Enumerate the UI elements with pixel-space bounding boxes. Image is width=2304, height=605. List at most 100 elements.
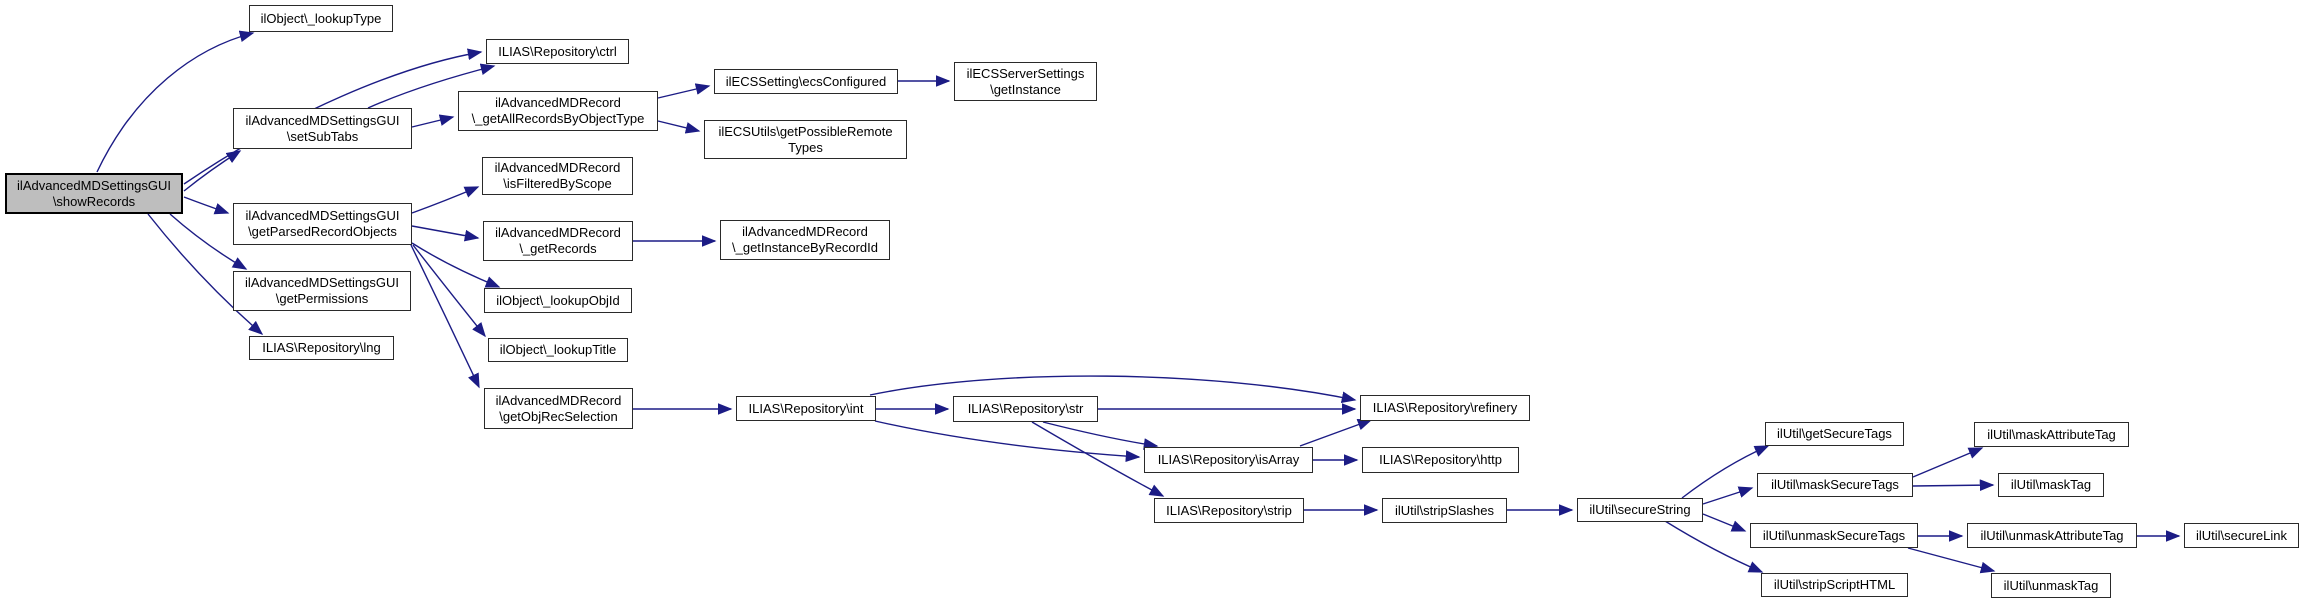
edge-showRecords-getParsedRecordObjects <box>183 196 230 215</box>
node-label-line: \getInstance <box>990 81 1061 97</box>
edge-group <box>96 30 2181 574</box>
graph-node-setSubTabs[interactable]: ilAdvancedMDSettingsGUI\setSubTabs <box>233 108 412 149</box>
graph-node-stripSlashes[interactable]: ilUtil\stripSlashes <box>1382 498 1507 523</box>
node-label-line: \isFilteredByScope <box>503 176 612 191</box>
graph-node-str[interactable]: ILIAS\Repository\str <box>953 396 1098 422</box>
node-label-line: ilUtil\getSecureTags <box>1777 426 1892 441</box>
graph-node-getSecureTags[interactable]: ilUtil\getSecureTags <box>1765 422 1904 446</box>
graph-node-unmaskSecureTags[interactable]: ilUtil\unmaskSecureTags <box>1750 523 1918 548</box>
node-label-line: \getObjRecSelection <box>499 408 618 424</box>
node-label-line: \_getRecords <box>519 241 597 256</box>
node-label-line: ilAdvancedMDRecord <box>495 95 621 110</box>
edge-getParsedRecordObjects-lookupObjId <box>411 242 501 288</box>
graph-node-getAllRecordsByObjectType[interactable]: ilAdvancedMDRecord\_getAllRecordsByObjec… <box>458 91 658 131</box>
node-label-line: ilECSSetting\ecsConfigured <box>725 73 887 89</box>
node-label-line: ilUtil\stripScriptHTML <box>1773 577 1896 592</box>
edge-str-isArray <box>1042 421 1159 450</box>
node-label-line: \getPermissions <box>275 291 369 306</box>
graph-node-isFilteredByScope[interactable]: ilAdvancedMDRecord\isFilteredByScope <box>482 157 633 195</box>
node-label-line: ilAdvancedMDSettingsGUI <box>245 112 400 128</box>
node-label-line: ilUtil\unmaskAttributeTag <box>1980 527 2124 543</box>
node-label-line: ilAdvancedMDRecord <box>494 160 621 175</box>
edge-maskSecureTags-maskAttributeTag <box>1912 447 1984 478</box>
graph-node-maskSecureTags[interactable]: ilUtil\maskSecureTags <box>1757 473 1913 497</box>
edge-showRecords-lookupType <box>96 30 255 173</box>
node-label-line: ilAdvancedMDRecord <box>742 224 868 239</box>
graph-node-lookupType[interactable]: ilObject\_lookupType <box>249 5 393 32</box>
edge-secureString-getSecureTags <box>1681 445 1770 499</box>
node-label-line: ilAdvancedMDSettingsGUI <box>245 275 399 290</box>
edge-secureString-unmaskSecureTags <box>1702 513 1747 532</box>
graph-node-getRecords[interactable]: ilAdvancedMDRecord\_getRecords <box>483 221 633 261</box>
node-label-line: ilObject\_lookupTitle <box>499 342 617 357</box>
node-label-line: ilUtil\secureString <box>1589 502 1691 517</box>
graph-node-maskTag[interactable]: ilUtil\maskTag <box>1998 473 2104 497</box>
node-label-line: \_getAllRecordsByObjectType <box>471 111 645 126</box>
node-label-line: ILIAS\Repository\isArray <box>1157 452 1300 467</box>
node-label-line: ilAdvancedMDRecord <box>495 225 621 240</box>
edge-isArray-refinery <box>1299 419 1373 447</box>
graph-node-lookupTitle[interactable]: ilObject\_lookupTitle <box>488 338 628 362</box>
node-label-line: ilECSUtils\getPossibleRemote <box>718 123 893 139</box>
node-label-line: ILIAS\Repository\refinery <box>1372 400 1518 415</box>
graph-node-getObjRecSelection[interactable]: ilAdvancedMDRecord\getObjRecSelection <box>484 388 633 429</box>
node-label-line: ilUtil\stripSlashes <box>1395 502 1494 518</box>
edge-secureString-maskSecureTags <box>1702 486 1754 505</box>
edge-getParsedRecordObjects-lookupTitle <box>412 244 486 338</box>
graph-node-getPermissions[interactable]: ilAdvancedMDSettingsGUI\getPermissions <box>233 271 411 311</box>
edge-showRecords-setSubTabs <box>183 150 242 192</box>
edge-getParsedRecordObjects-getObjRecSelection <box>410 244 480 389</box>
edge-setSubTabs-ctrl <box>367 63 496 109</box>
graph-node-int[interactable]: ILIAS\Repository\int <box>736 396 876 421</box>
graph-node-secureString[interactable]: ilUtil\secureString <box>1577 498 1703 522</box>
node-label-line: ilAdvancedMDSettingsGUI <box>17 177 171 193</box>
node-label-line: ilUtil\unmaskSecureTags <box>1762 527 1906 543</box>
node-label-line: ILIAS\Repository\http <box>1379 452 1502 467</box>
graph-node-ecsConfigured[interactable]: ilECSSetting\ecsConfigured <box>714 69 898 94</box>
node-label-line: ILIAS\Repository\str <box>967 401 1084 416</box>
graph-node-strip[interactable]: ILIAS\Repository\strip <box>1154 498 1304 523</box>
node-label-line: ILIAS\Repository\ctrl <box>498 43 617 59</box>
node-label-line: ilUtil\maskTag <box>2010 477 2092 492</box>
node-label-line: \_getInstanceByRecordId <box>732 240 878 255</box>
node-label-line: ilAdvancedMDRecord <box>495 392 622 408</box>
edge-showRecords-getPermissions <box>169 213 248 270</box>
node-label-line: ilECSServerSettings <box>966 65 1085 81</box>
edge-getAllRecordsByObjectType-ecsConfigured <box>657 83 711 99</box>
edge-int-refinery <box>869 375 1357 404</box>
graph-node-getParsedRecordObjects[interactable]: ilAdvancedMDSettingsGUI\getParsedRecordO… <box>233 203 412 245</box>
graph-node-ecsGetInstance[interactable]: ilECSServerSettings\getInstance <box>954 62 1097 101</box>
graph-node-getInstanceByRecordId[interactable]: ilAdvancedMDRecord\_getInstanceByRecordI… <box>720 220 890 260</box>
node-label-line: \getParsedRecordObjects <box>248 224 397 239</box>
edge-getAllRecordsByObjectType-getPossibleRemoteTypes <box>657 120 701 134</box>
edge-str-strip <box>1031 421 1165 497</box>
graph-node-showRecords: ilAdvancedMDSettingsGUI\showRecords <box>5 173 183 214</box>
graph-node-ctrl[interactable]: ILIAS\Repository\ctrl <box>486 39 629 64</box>
graph-node-stripScriptHTML[interactable]: ilUtil\stripScriptHTML <box>1761 573 1908 597</box>
node-label-line: ilUtil\maskSecureTags <box>1771 477 1899 492</box>
graph-node-http[interactable]: ILIAS\Repository\http <box>1362 447 1519 473</box>
graph-node-secureLink[interactable]: ilUtil\secureLink <box>2184 523 2299 548</box>
graph-node-unmaskAttributeTag[interactable]: ilUtil\unmaskAttributeTag <box>1967 523 2137 548</box>
graph-node-lng[interactable]: ILIAS\Repository\lng <box>249 336 394 360</box>
edge-getParsedRecordObjects-isFilteredByScope <box>411 186 480 214</box>
graph-node-isArray[interactable]: ILIAS\Repository\isArray <box>1144 447 1313 473</box>
graph-node-refinery[interactable]: ILIAS\Repository\refinery <box>1360 395 1530 421</box>
edge-showRecords-lng <box>147 213 264 335</box>
graph-node-lookupObjId[interactable]: ilObject\_lookupObjId <box>484 288 632 313</box>
node-label-line: ilAdvancedMDSettingsGUI <box>245 208 400 223</box>
node-label-line: ilUtil\unmaskTag <box>2003 577 2099 593</box>
edge-setSubTabs-getAllRecordsByObjectType <box>411 114 455 128</box>
edge-getParsedRecordObjects-getRecords <box>411 225 480 242</box>
node-label-line: \setSubTabs <box>286 128 359 144</box>
edge-secureString-stripScriptHTML <box>1664 520 1764 573</box>
edge-unmaskSecureTags-unmaskTag <box>1907 547 1996 574</box>
graph-node-maskAttributeTag[interactable]: ilUtil\maskAttributeTag <box>1974 422 2129 447</box>
node-label-line: ILIAS\Repository\int <box>748 400 864 416</box>
node-label-line: ILIAS\Repository\strip <box>1166 502 1292 518</box>
node-label-line: \showRecords <box>52 193 136 209</box>
graph-node-unmaskTag[interactable]: ilUtil\unmaskTag <box>1991 573 2111 598</box>
